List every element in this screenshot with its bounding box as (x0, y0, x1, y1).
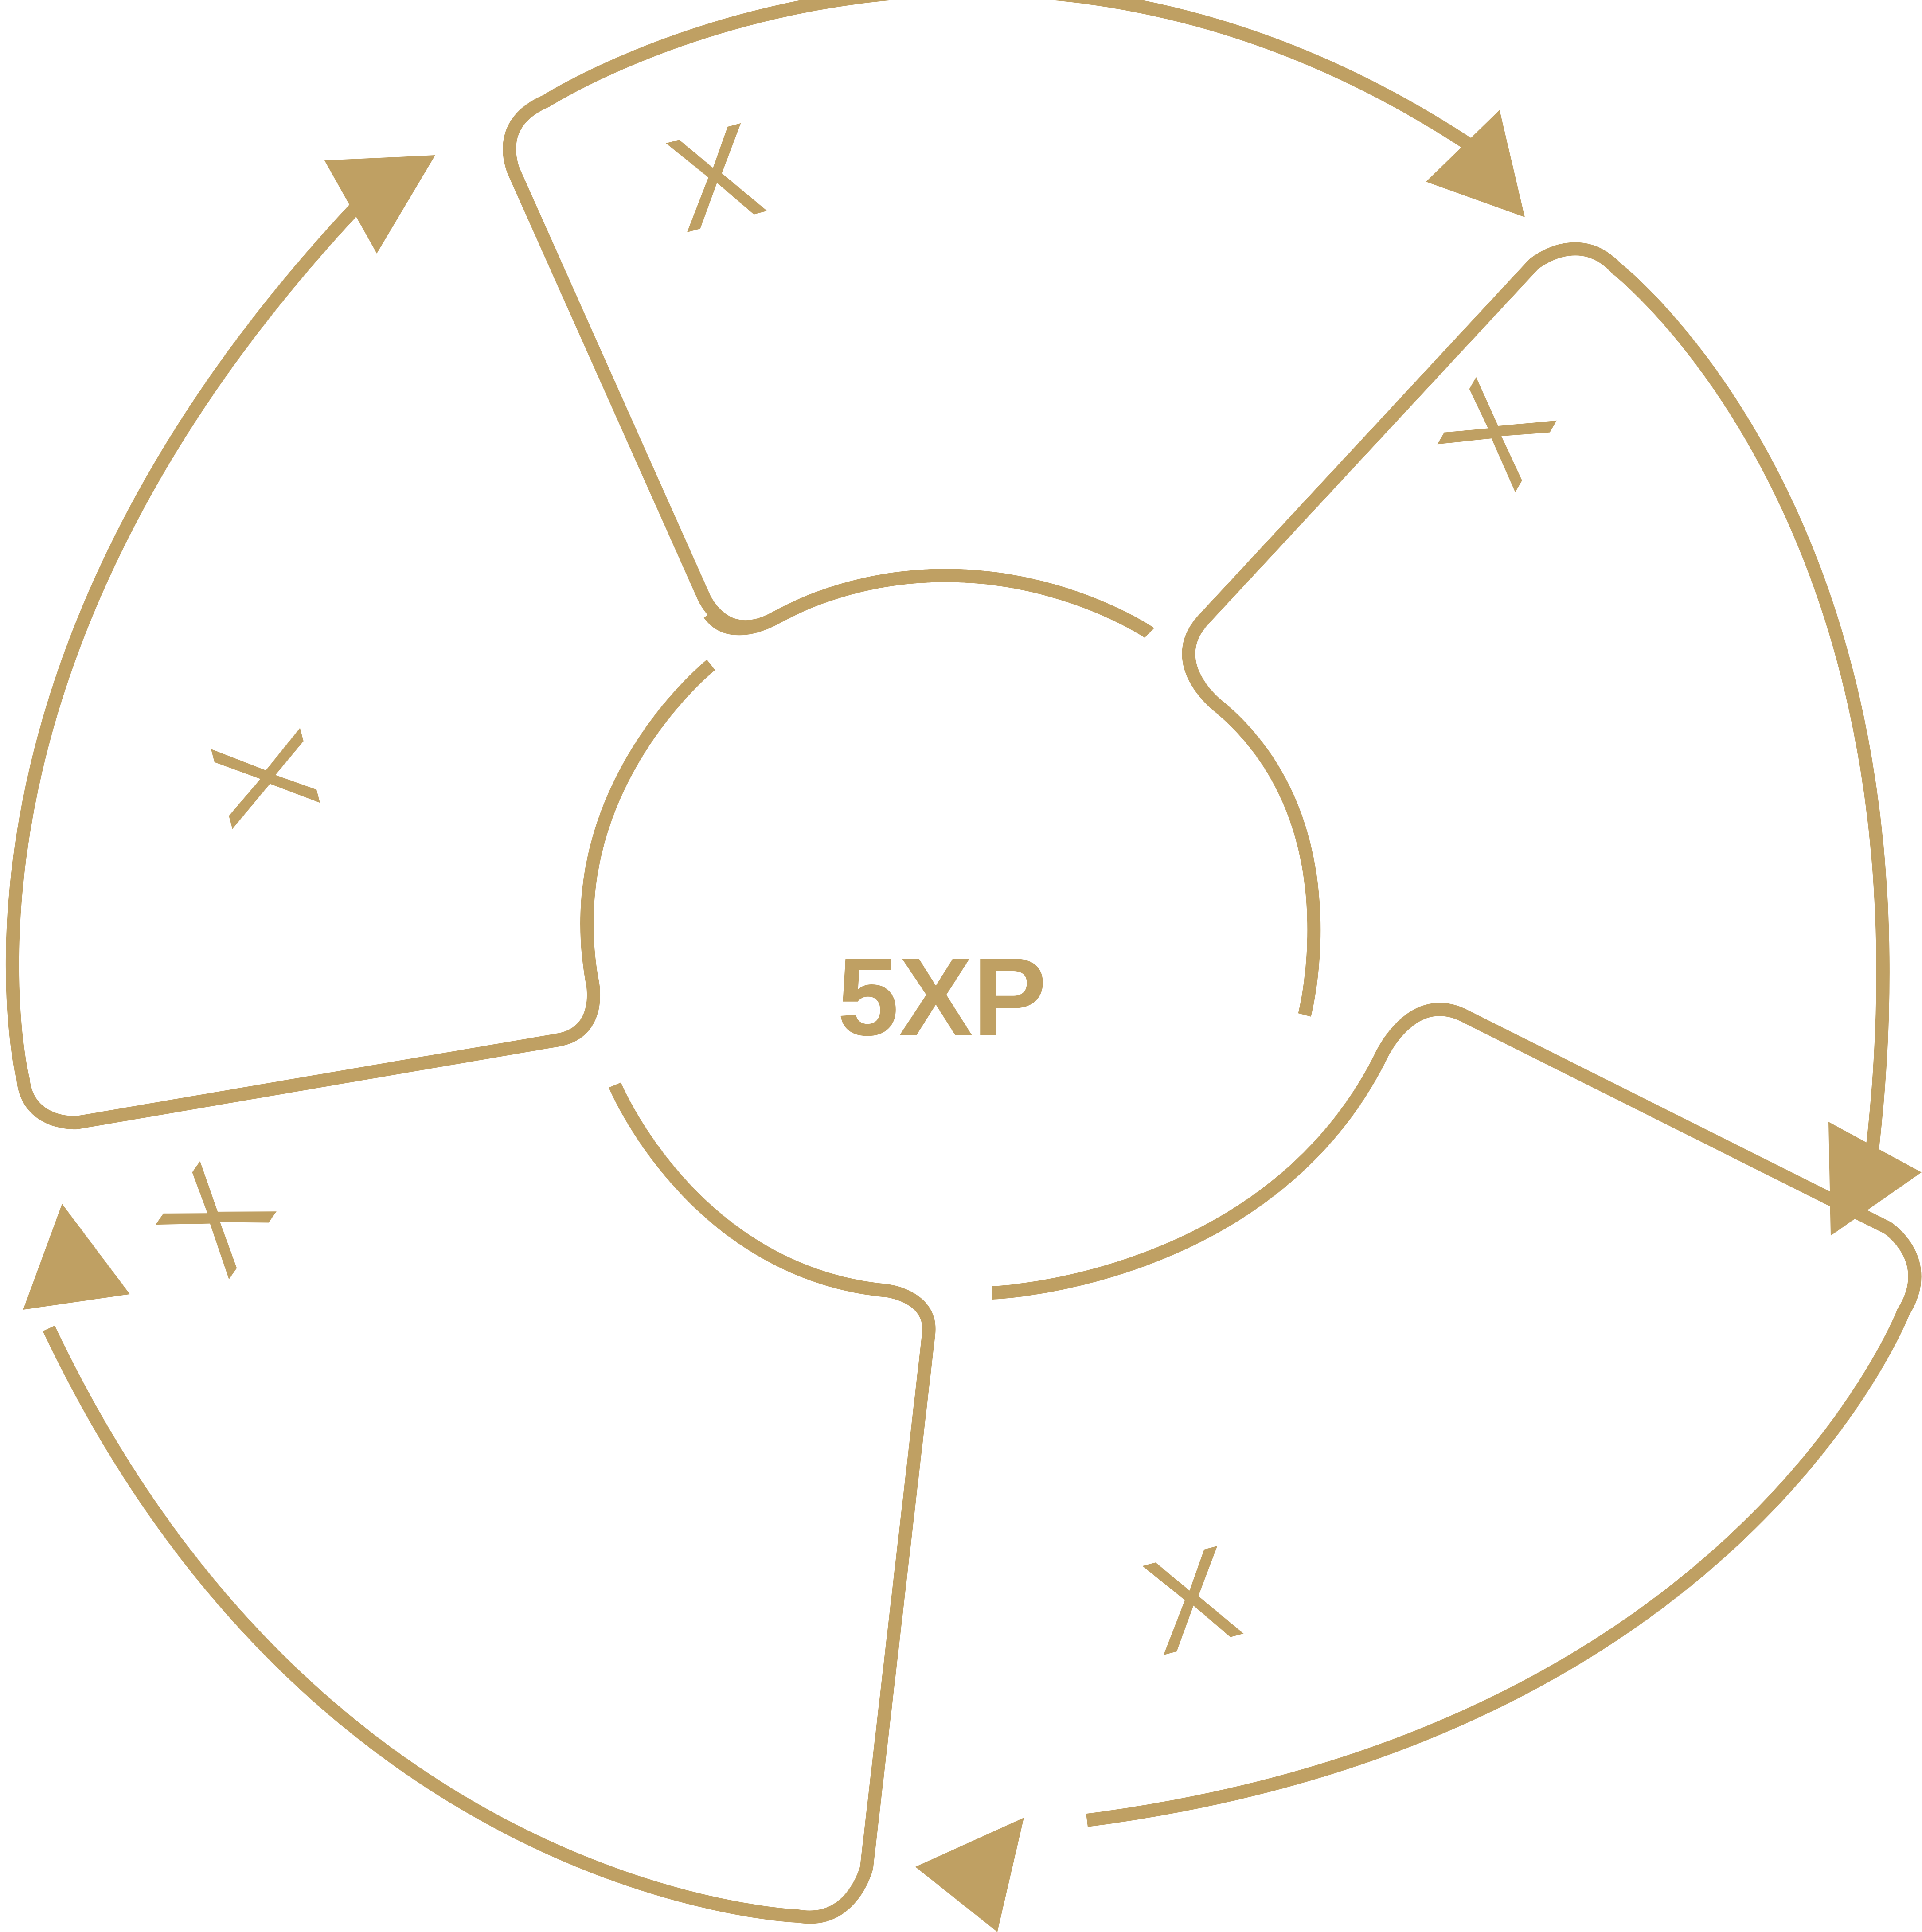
center-label: 5XP (837, 935, 1047, 1058)
bottom-left-petal (43, 1082, 936, 1924)
left-petal (5, 197, 715, 1130)
arrow-head-bottom (915, 1818, 1024, 1932)
right-petal (1182, 242, 1890, 1164)
x-mark-bottom-right: X (1129, 1516, 1254, 1683)
top-petal (503, 0, 1476, 639)
x-mark-bottom-left: X (129, 1140, 301, 1298)
bottom-right-petal (992, 1003, 1922, 1827)
arrow-head-right (1828, 1122, 1922, 1236)
x-mark-top: X (653, 94, 777, 260)
arrow-head-top (1426, 110, 1525, 217)
arrow-head-bottom-left (23, 1204, 130, 1310)
x-mark-left: X (183, 715, 349, 839)
arrow-head-top-left (324, 155, 435, 254)
x-mark-right: X (1409, 358, 1582, 509)
